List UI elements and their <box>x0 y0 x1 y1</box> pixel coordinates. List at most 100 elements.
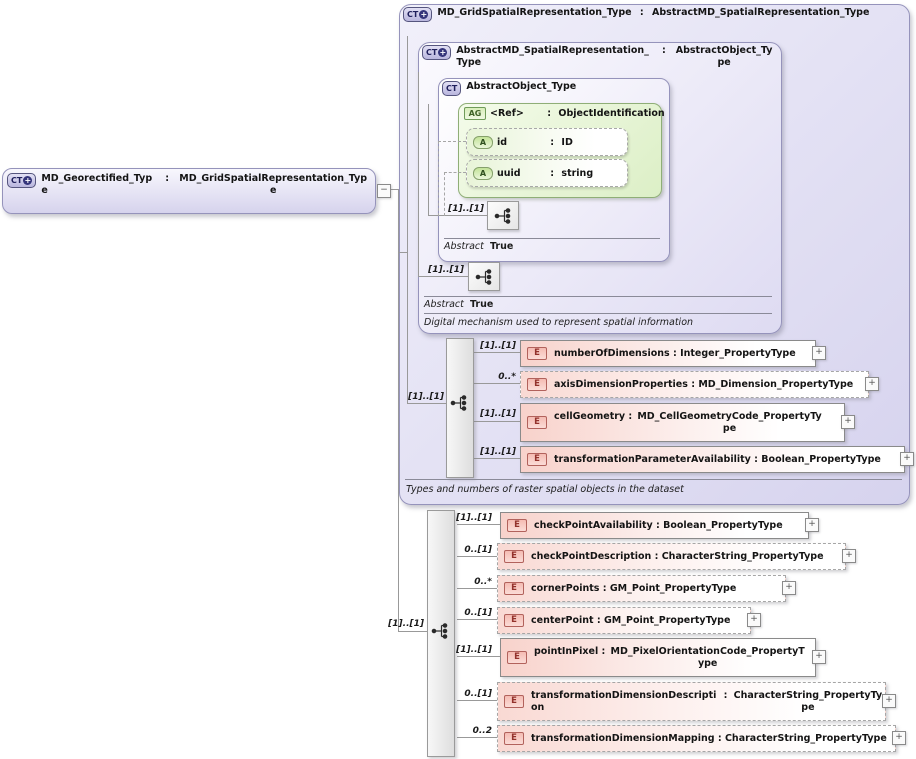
divider <box>444 238 660 239</box>
element-check-point-availability[interactable]: E checkPointAvailability : Boolean_Prope… <box>500 512 809 539</box>
occurrence-label: 0..[1] <box>464 689 492 699</box>
abstract-object-type-title: CT AbstractObject_Type <box>442 81 662 96</box>
element-type: MD_Dimension_PropertyType <box>698 378 854 390</box>
element-type: CharacterString_PropertyType <box>724 732 887 744</box>
attribute-connector-line <box>438 141 466 142</box>
element-name: transformationDimensionDescription <box>531 689 717 713</box>
separator: : <box>720 689 731 701</box>
sequence-icon <box>475 268 492 285</box>
element-badge: E <box>527 416 547 429</box>
expand-icon[interactable]: + <box>900 452 914 466</box>
attribute-connector-line <box>444 172 466 173</box>
element-transformation-dimension-description[interactable]: E transformationDimensionDescription : C… <box>497 682 886 721</box>
element-type: Boolean_PropertyType <box>663 519 783 531</box>
element-name: pointInPixel <box>534 645 599 657</box>
occurrence-label: [1]..[1] <box>408 392 444 402</box>
connector-line <box>418 72 419 277</box>
ref-attribute-group-header: AG <Ref> : ObjectIdentification <box>464 107 665 120</box>
element-type: Boolean_PropertyType <box>761 453 881 465</box>
connector-line <box>398 631 427 632</box>
attribute-connector-line <box>438 141 439 216</box>
expand-icon[interactable]: + <box>892 731 906 745</box>
connector-line <box>428 215 487 216</box>
attribute-id[interactable]: A id : ID <box>466 128 628 156</box>
expand-icon[interactable]: + <box>812 346 826 360</box>
attribute-uuid[interactable]: A uuid : string <box>466 159 628 187</box>
separator: : <box>651 550 662 562</box>
separator: : <box>593 614 604 626</box>
connector-line <box>472 352 520 353</box>
expand-icon[interactable]: + <box>782 581 796 595</box>
element-number-of-dimensions[interactable]: E numberOfDimensions : Integer_PropertyT… <box>520 340 816 367</box>
element-badge: E <box>504 695 524 708</box>
element-type: GM_Point_PropertyType <box>603 614 731 626</box>
element-badge: E <box>507 519 527 532</box>
element-axis-dimension-properties[interactable]: E axisDimensionProperties : MD_Dimension… <box>520 371 869 398</box>
connector-line <box>418 276 468 277</box>
connector-line <box>398 252 407 253</box>
occurrence-label: [1]..[1] <box>448 204 484 214</box>
georectified-type-title: CT+ MD_Georectified_Type : MD_GridSpatia… <box>7 173 369 197</box>
annotation-text: Digital mechanism used to represent spat… <box>424 317 694 328</box>
element-center-point[interactable]: E centerPoint : GM_Point_PropertyType <box>497 607 751 634</box>
element-badge: E <box>504 732 524 745</box>
connector-line <box>472 458 520 459</box>
expand-icon[interactable]: + <box>805 518 819 532</box>
connector-line <box>457 656 500 657</box>
element-transformation-parameter-availability[interactable]: E transformationParameterAvailability : … <box>520 446 905 473</box>
separator: : <box>714 732 725 744</box>
expand-icon[interactable]: + <box>841 415 855 429</box>
attribute-name: uuid <box>497 167 521 179</box>
element-badge: E <box>507 651 527 664</box>
type-name: AbstractMD_SpatialRepresentation_Type <box>456 45 649 68</box>
georectified-type-box[interactable] <box>2 168 376 214</box>
element-check-point-description[interactable]: E checkPointDescription : CharacterStrin… <box>497 543 846 570</box>
separator: : <box>547 136 558 148</box>
attribute-name: id <box>497 136 508 148</box>
element-badge: E <box>527 347 547 360</box>
connector-line <box>428 104 429 216</box>
connector-line <box>457 737 497 738</box>
occurrence-label: [1]..[1] <box>388 619 424 629</box>
element-type: GM_Point_PropertyType <box>609 582 737 594</box>
element-name: centerPoint <box>531 614 594 626</box>
expand-icon[interactable]: + <box>842 549 856 563</box>
abstract-md-spatial-representation-title: CT+ AbstractMD_SpatialRepresentation_Typ… <box>422 45 774 69</box>
separator: : <box>636 7 648 18</box>
element-badge: E <box>504 614 524 627</box>
element-type: Integer_PropertyType <box>680 347 796 359</box>
occurrence-label: [1]..[1] <box>456 645 492 655</box>
element-name: axisDimensionProperties <box>554 378 688 390</box>
collapse-icon[interactable]: − <box>377 184 391 198</box>
connector-line <box>457 619 497 620</box>
type-name: MD_Georectified_Type <box>41 173 153 196</box>
type-name: AbstractObject_Type <box>466 81 577 92</box>
element-transformation-dimension-mapping[interactable]: E transformationDimensionMapping : Chara… <box>497 725 896 752</box>
element-point-in-pixel[interactable]: E pointInPixel : MD_PixelOrientationCode… <box>500 638 816 677</box>
element-badge: E <box>527 453 547 466</box>
element-type: MD_PixelOrientationCode_PropertyType <box>610 645 805 669</box>
expand-icon[interactable]: + <box>747 613 761 627</box>
connector-line <box>398 189 399 632</box>
abstract-label: Abstract <box>444 241 484 252</box>
separator: : <box>750 453 762 465</box>
divider <box>424 296 772 297</box>
element-type: MD_CellGeometryCode_PropertyType <box>637 410 822 434</box>
occurrence-label: [1]..[1] <box>456 513 492 523</box>
connector-line <box>457 524 500 525</box>
element-badge: E <box>504 582 524 595</box>
expand-icon[interactable]: + <box>882 694 896 708</box>
connector-line <box>457 556 497 557</box>
element-type: CharacterString_PropertyType <box>733 689 883 713</box>
attribute-group-name: <Ref> <box>490 108 524 119</box>
separator: : <box>669 347 681 359</box>
base-type-name: MD_GridSpatialRepresentation_Type <box>179 173 368 196</box>
expand-icon[interactable]: + <box>812 650 826 664</box>
element-corner-points[interactable]: E cornerPoints : GM_Point_PropertyType <box>497 575 786 602</box>
expand-icon[interactable]: + <box>865 377 879 391</box>
annotation-text: Types and numbers of raster spatial obje… <box>406 484 684 495</box>
element-name: transformationParameterAvailability <box>554 453 751 465</box>
connector-line <box>457 588 497 589</box>
complex-type-badge: CT+ <box>422 45 452 60</box>
element-cell-geometry[interactable]: E cellGeometry : MD_CellGeometryCode_Pro… <box>520 403 845 442</box>
